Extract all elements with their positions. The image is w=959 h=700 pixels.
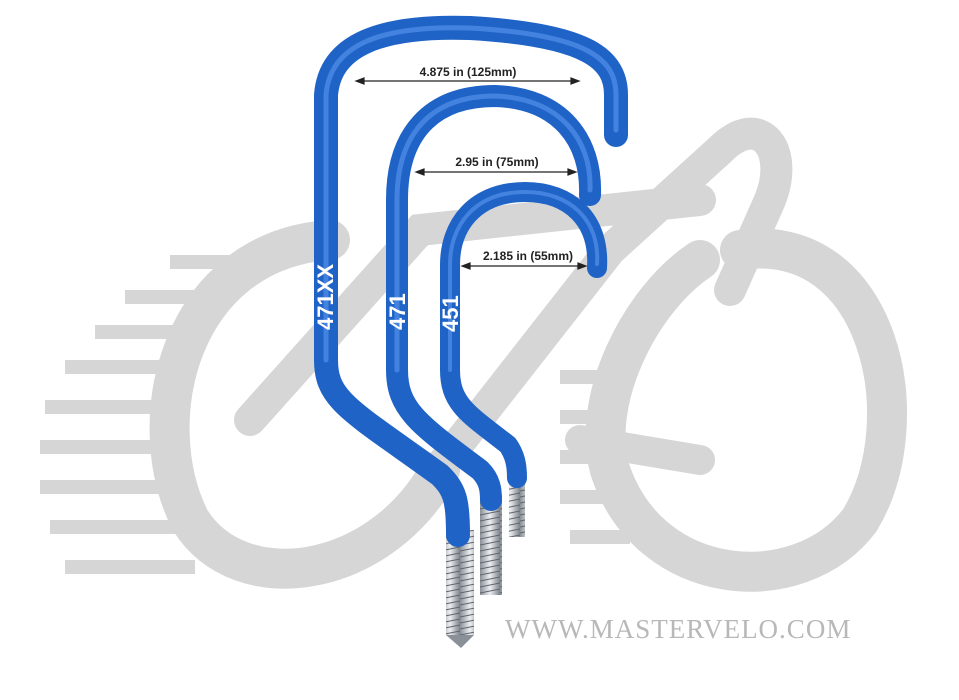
model-label-451: 451 [438,295,463,332]
screw-471xx [446,530,474,635]
screw-471 [480,495,502,595]
dimension-label-451: 2.185 in (55mm) [483,249,573,263]
model-label-471xx: 471XX [313,264,338,330]
website-watermark: WWW.MASTERVELO.COM [505,614,851,644]
screw-451 [509,475,525,537]
model-label-471: 471 [385,293,410,330]
dimension-label-471: 2.95 in (75mm) [455,155,538,169]
speed-lines [40,255,630,574]
dimension-label-471xx: 4.875 in (125mm) [420,65,517,79]
